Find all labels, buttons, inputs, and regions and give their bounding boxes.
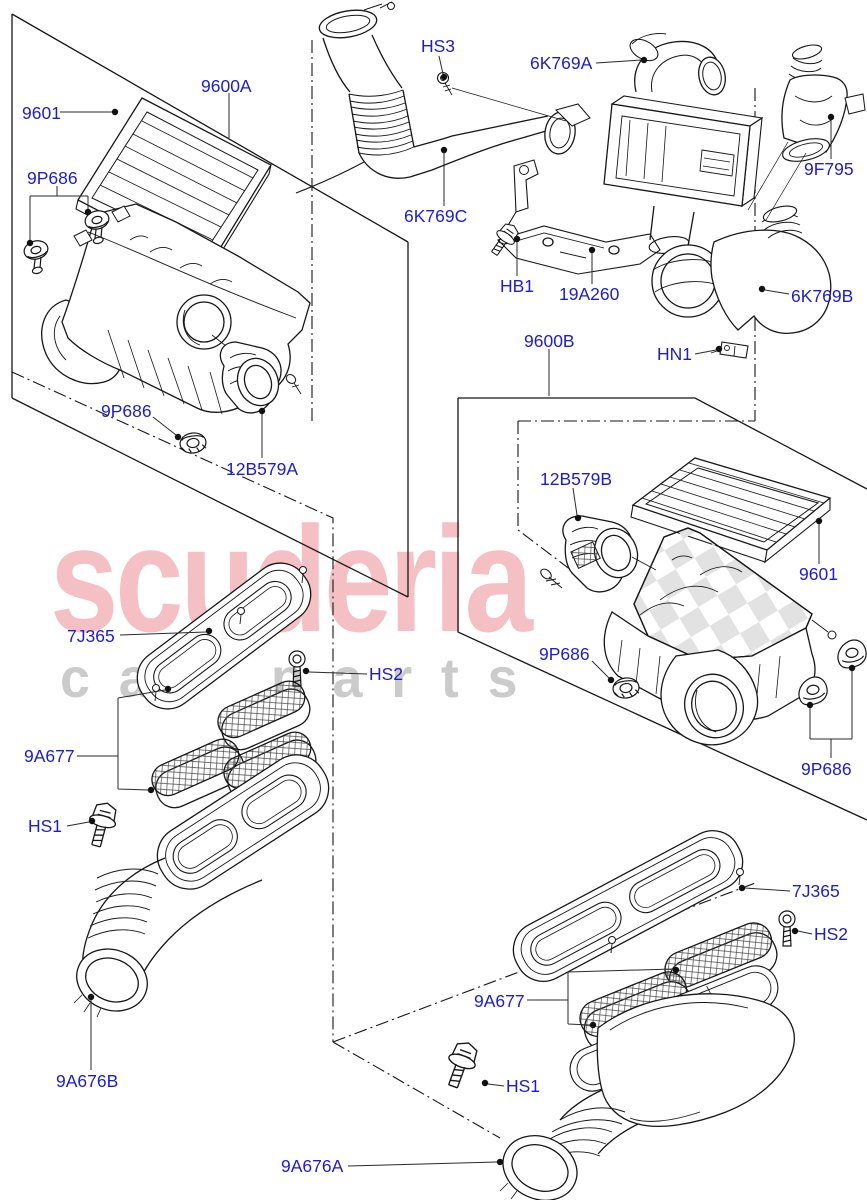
part-label-9600A[interactable]: 9600A xyxy=(201,76,252,96)
air-cleaner-assembly-left xyxy=(21,97,311,456)
part-label-7J365-left[interactable]: 7J365 xyxy=(67,626,115,646)
part-label-12B579B[interactable]: 12B579B xyxy=(540,469,613,489)
part-label-6K769A[interactable]: 6K769A xyxy=(530,53,593,73)
duct-group-left xyxy=(73,562,330,1018)
part-label-HN1[interactable]: HN1 xyxy=(657,344,693,364)
leader-dots xyxy=(26,56,856,1166)
resonator-assembly-6K769A xyxy=(603,33,866,359)
part-label-6K769B[interactable]: 6K769B xyxy=(791,286,854,306)
frame-lines xyxy=(11,13,867,821)
part-label-9A676B[interactable]: 9A676B xyxy=(56,1071,119,1091)
part-label-9F795[interactable]: 9F795 xyxy=(804,159,854,179)
part-label-9A676A[interactable]: 9A676A xyxy=(281,1156,344,1176)
part-label-9P686-c[interactable]: 9P686 xyxy=(539,644,590,664)
part-label-HB1[interactable]: HB1 xyxy=(500,276,535,296)
part-label-HS1-right[interactable]: HS1 xyxy=(506,1076,541,1096)
part-label-9600B[interactable]: 9600B xyxy=(524,331,575,351)
part-label-7J365-right[interactable]: 7J365 xyxy=(792,881,840,901)
part-label-9601-left[interactable]: 9601 xyxy=(22,103,61,123)
part-label-9601-right[interactable]: 9601 xyxy=(799,564,838,584)
leader-lines xyxy=(29,55,853,1167)
part-label-9P686-b[interactable]: 9P686 xyxy=(101,401,152,421)
part-label-6K769C[interactable]: 6K769C xyxy=(404,206,468,226)
part-label-HS2-left[interactable]: HS2 xyxy=(369,664,404,684)
part-label-9A677-right[interactable]: 9A677 xyxy=(474,991,525,1011)
part-label-12B579A[interactable]: 12B579A xyxy=(226,459,299,479)
part-label-19A260[interactable]: 19A260 xyxy=(559,284,620,304)
part-label-HS2-right[interactable]: HS2 xyxy=(814,924,849,944)
part-label-9P686-d[interactable]: 9P686 xyxy=(801,759,852,779)
duct-group-right xyxy=(439,830,796,1200)
intake-hose-6K769C xyxy=(295,1,661,275)
part-label-9A677-left[interactable]: 9A677 xyxy=(24,746,75,766)
air-cleaner-assembly-right xyxy=(540,457,867,746)
part-label-HS1-left[interactable]: HS1 xyxy=(28,816,63,836)
part-label-HS3[interactable]: HS3 xyxy=(421,36,456,56)
part-label-9P686-a[interactable]: 9P686 xyxy=(27,168,78,188)
